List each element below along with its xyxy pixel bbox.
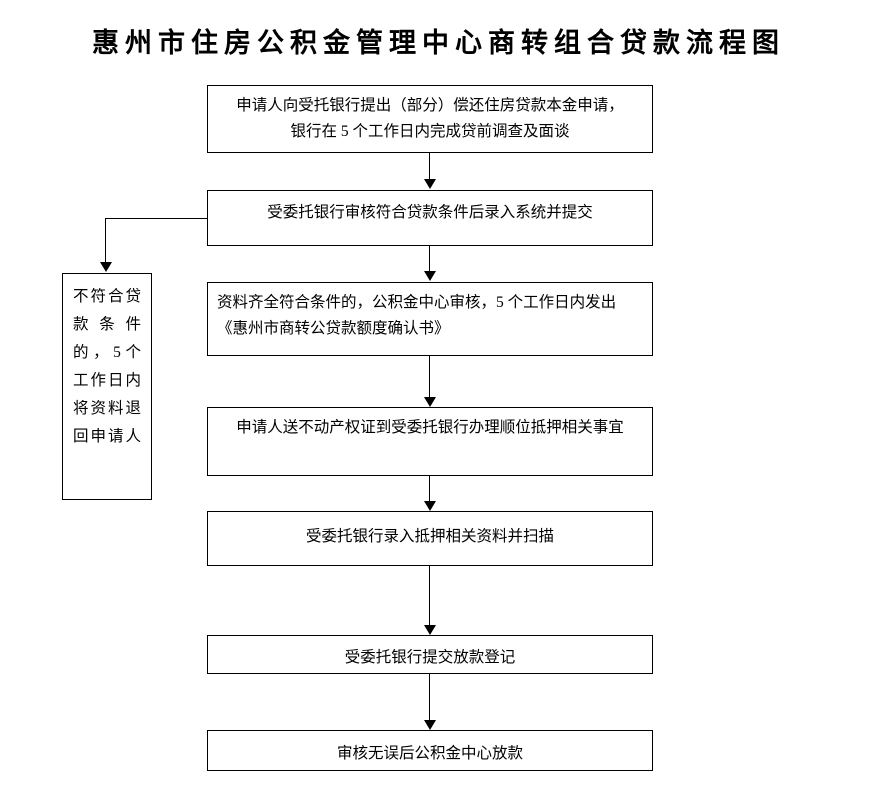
arrow-down-icon-step2-step3	[424, 271, 436, 281]
flow-step-6-label: 受委托银行提交放款登记	[344, 649, 516, 666]
connector-branch-horizontal	[105, 218, 208, 219]
flow-step-4: 申请人送不动产权证到受委托银行办理顺位抵押相关事宜	[207, 407, 653, 476]
connector-step5-step6	[429, 566, 430, 625]
arrow-down-icon-step4-step5	[424, 501, 436, 511]
connector-step2-step3	[429, 246, 430, 271]
arrow-down-icon-step6-step7	[424, 720, 436, 730]
flow-step-3: 资料齐全符合条件的，公积金中心审核，5 个工作日内发出 《惠州市商转公贷款额度确…	[207, 282, 653, 356]
flow-step-3-label: 资料齐全符合条件的，公积金中心审核，5 个工作日内发出 《惠州市商转公贷款额度确…	[217, 294, 617, 337]
flow-step-1-label: 申请人向受托银行提出（部分）偿还住房贷款本金申请， 银行在 5 个工作日内完成贷…	[236, 97, 624, 140]
flow-step-reject-label: 不符合贷款条件的，5个工作日内将资料退回申请人	[73, 288, 141, 445]
flow-step-5: 受委托银行录入抵押相关资料并扫描	[207, 511, 653, 566]
flow-step-reject: 不符合贷款条件的，5个工作日内将资料退回申请人	[62, 273, 152, 500]
flow-step-7-label: 审核无误后公积金中心放款	[336, 745, 523, 762]
flow-step-5-label: 受委托银行录入抵押相关资料并扫描	[305, 528, 554, 545]
arrow-down-icon-step1-step2	[424, 179, 436, 189]
flow-step-4-label: 申请人送不动产权证到受委托银行办理顺位抵押相关事宜	[236, 419, 624, 436]
connector-branch-vertical	[105, 218, 106, 262]
connector-step1-step2	[429, 153, 430, 179]
arrow-down-icon-step5-step6	[424, 625, 436, 635]
flow-step-1: 申请人向受托银行提出（部分）偿还住房贷款本金申请， 银行在 5 个工作日内完成贷…	[207, 85, 653, 153]
flow-step-2-label: 受委托银行审核符合贷款条件后录入系统并提交	[267, 204, 593, 221]
connector-step6-step7	[429, 674, 430, 720]
arrow-down-icon-branch-reject	[100, 262, 112, 272]
flow-step-6: 受委托银行提交放款登记	[207, 635, 653, 674]
connector-step4-step5	[429, 476, 430, 501]
connector-step3-step4	[429, 356, 430, 397]
flow-step-2: 受委托银行审核符合贷款条件后录入系统并提交	[207, 190, 653, 246]
flow-step-7: 审核无误后公积金中心放款	[207, 730, 653, 771]
page-title: 惠州市住房公积金管理中心商转组合贷款流程图	[92, 28, 785, 59]
arrow-down-icon-step3-step4	[424, 397, 436, 407]
